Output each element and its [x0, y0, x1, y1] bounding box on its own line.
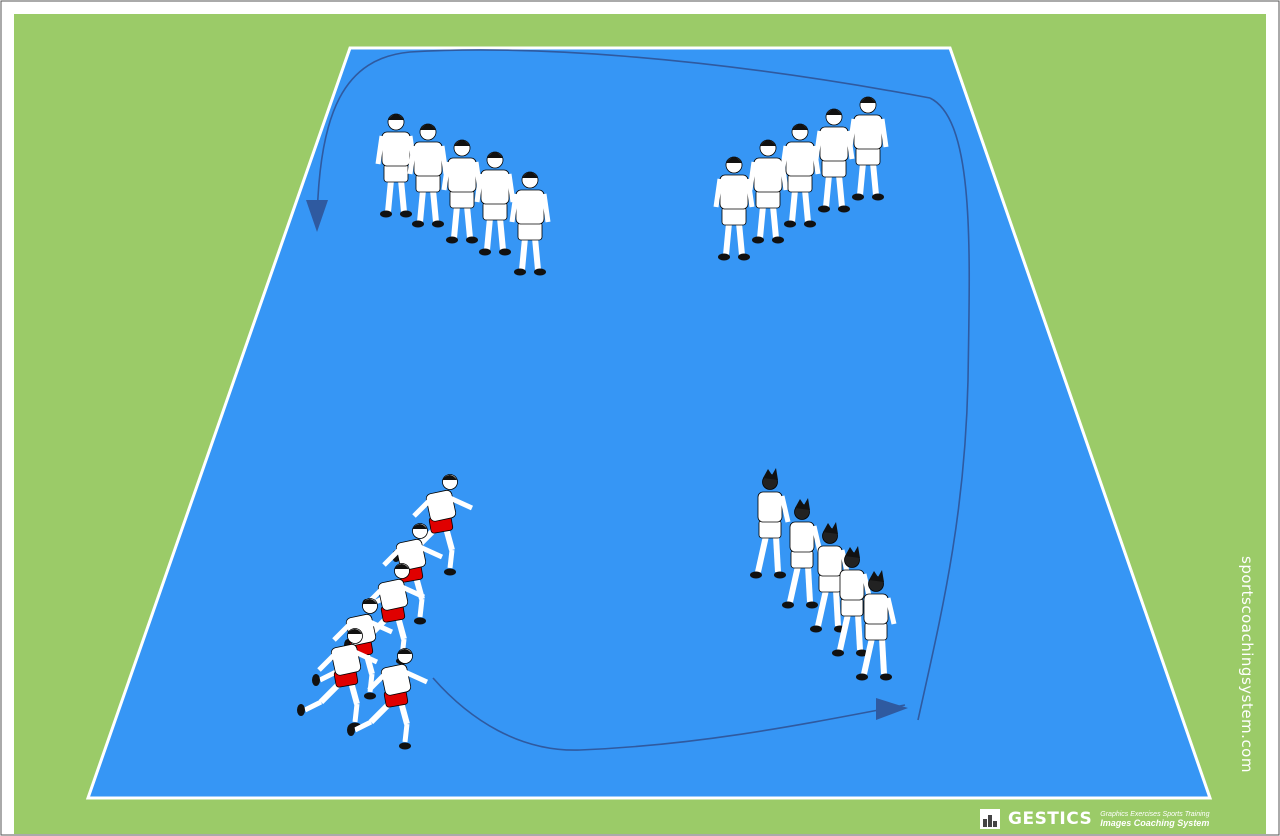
- gestics-brand: GESTICS Graphics Exercises Sports Traini…: [980, 806, 1209, 832]
- brand-name: GESTICS: [1008, 809, 1092, 829]
- brand-tagline-2: Images Coaching System: [1100, 819, 1209, 828]
- watermark-text: sportscoachingsystem.com: [1236, 556, 1256, 801]
- gestics-logo-icon: [980, 809, 1000, 829]
- brand-tagline: Graphics Exercises Sports Training Image…: [1100, 810, 1209, 828]
